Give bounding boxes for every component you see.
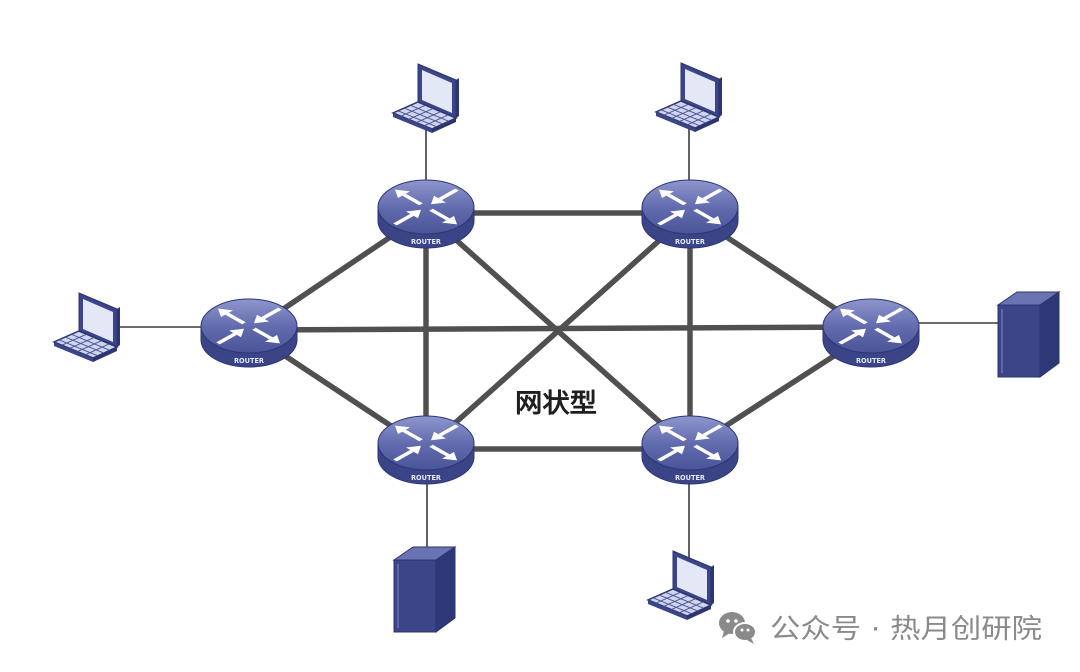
mesh-link [246,324,874,333]
router-bottom-right: ROUTER [642,416,738,484]
wechat-icon [719,612,757,644]
laptop-icon [647,550,715,621]
router-label: ROUTER [411,238,442,246]
router-top-left: ROUTER [378,180,474,248]
router-bottom-left: ROUTER [378,416,474,484]
laptop-icon [655,62,723,133]
router-label: ROUTER [234,357,265,365]
router-left: ROUTER [201,299,297,367]
server-icon [997,291,1060,378]
watermark-text: 公众号 · 热月创研院 [770,614,1042,645]
router-label: ROUTER [856,357,887,365]
laptop-icon [392,63,460,134]
laptop-icon [53,292,121,363]
server-icon [393,546,456,633]
watermark: 公众号 · 热月创研院 [719,612,1042,645]
diagram-label: 网状型 [515,389,597,419]
router-right: ROUTER [823,299,919,367]
router-label: ROUTER [675,238,706,246]
router-label: ROUTER [411,474,442,482]
router-label: ROUTER [675,474,706,482]
router-top-right: ROUTER [642,180,738,248]
